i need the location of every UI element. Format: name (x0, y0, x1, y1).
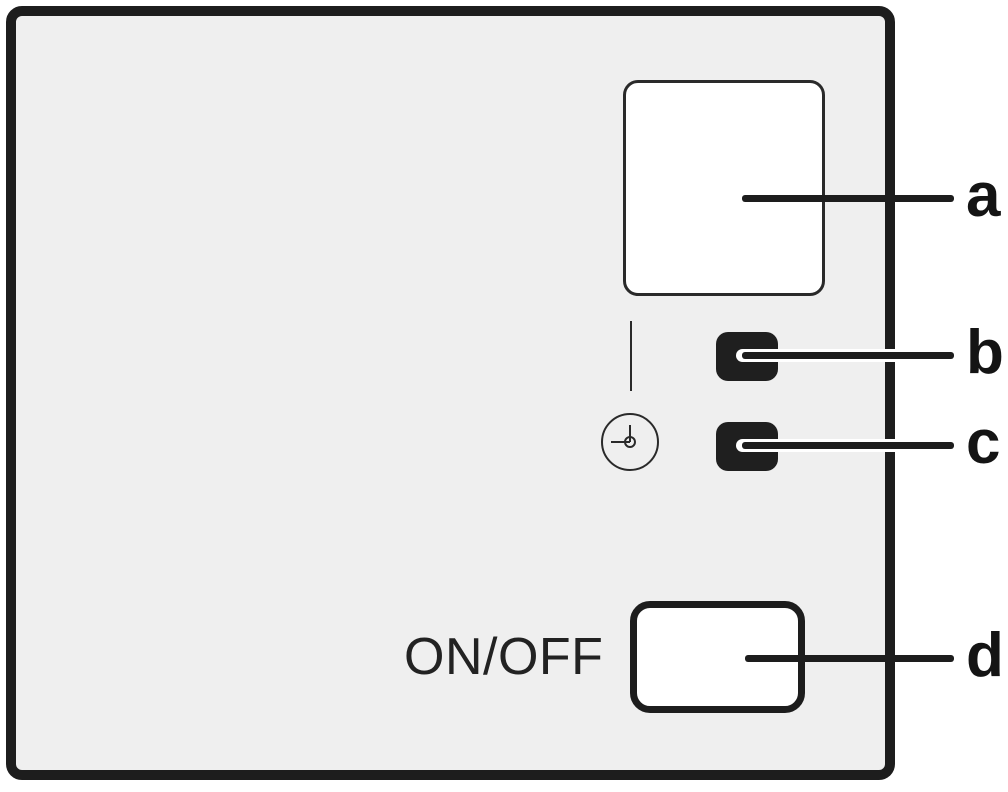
callout-label-d: d (966, 621, 1004, 690)
leader-line-a (742, 195, 954, 202)
callout-label-a: a (966, 161, 1001, 230)
callout-label-b: b (966, 318, 1004, 387)
leader-line-b (742, 352, 954, 359)
display-panel[interactable] (623, 80, 825, 296)
clock-symbol-icon (600, 412, 660, 472)
callout-label-c: c (966, 408, 1001, 477)
vertical-bar-symbol-icon (630, 321, 632, 391)
leader-line-d (745, 655, 954, 662)
onoff-label: ON/OFF (404, 628, 604, 686)
leader-line-c (742, 442, 954, 449)
